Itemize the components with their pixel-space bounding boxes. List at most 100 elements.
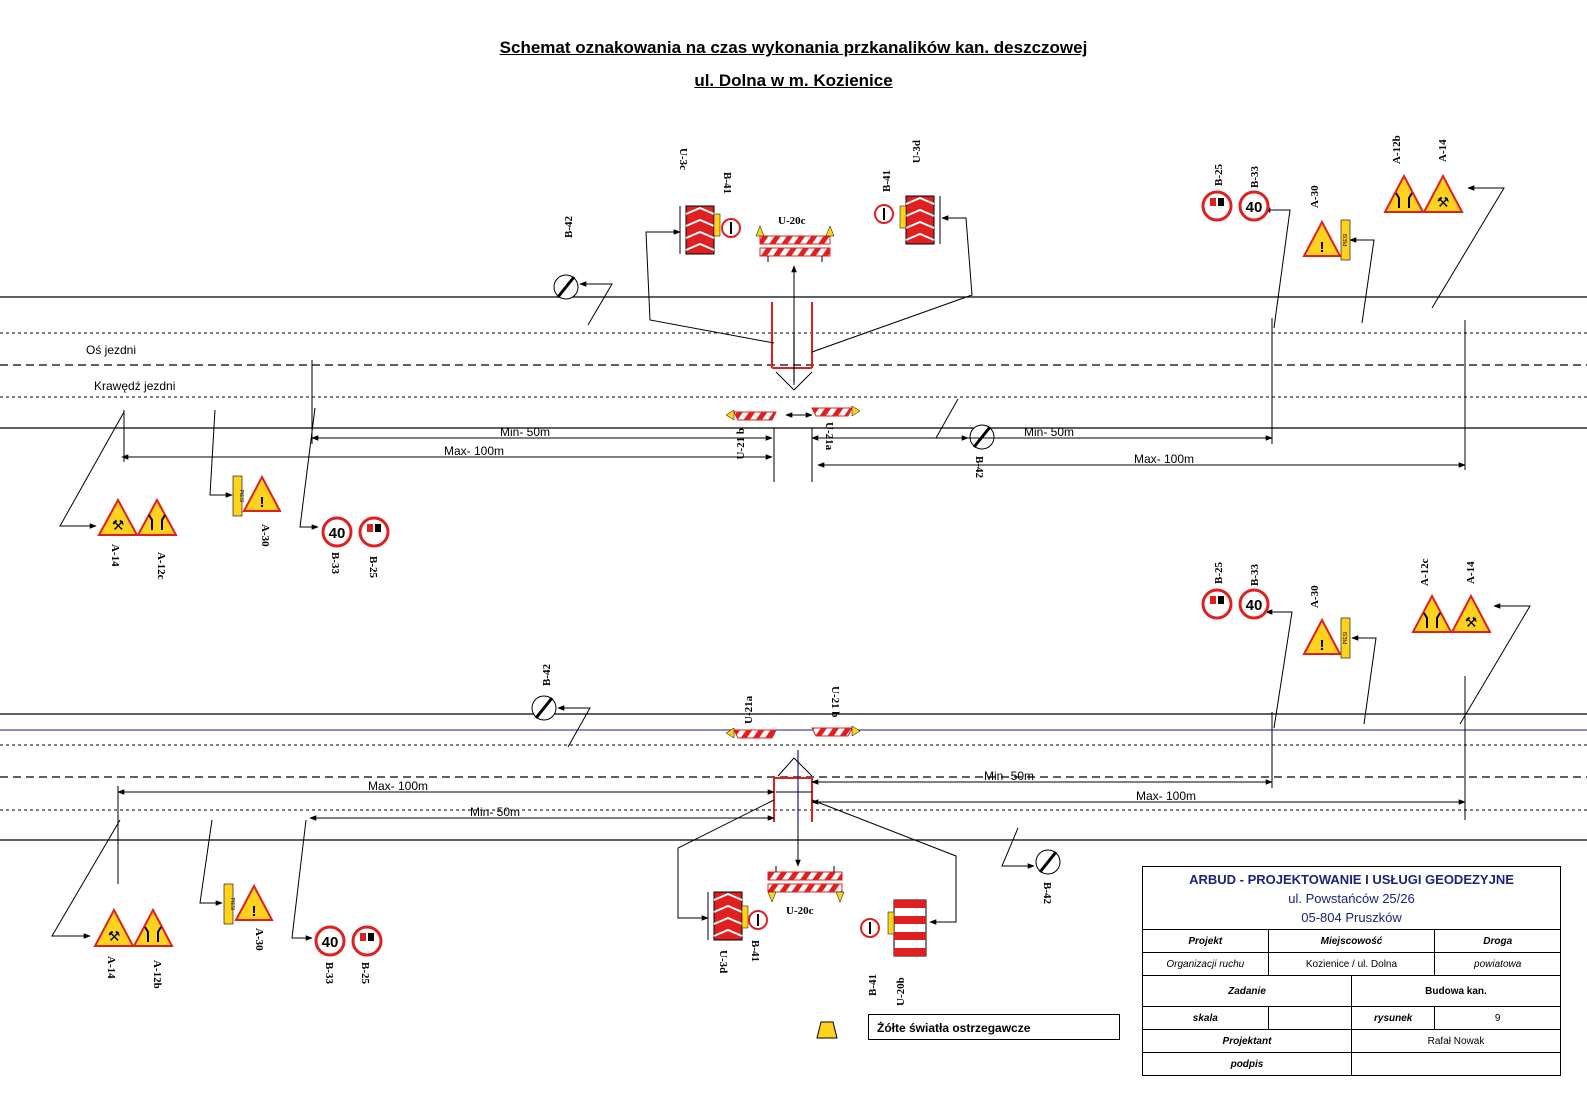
b33-speed-lower-left: 40 [322, 934, 339, 951]
u3d-sign-lower [707, 891, 749, 941]
a30-label-lower-right: A-30 [1309, 585, 1321, 608]
b42-label-lower-top: B-42 [541, 664, 553, 687]
u20c-label-lower: U-20c [786, 905, 814, 917]
dimensions-lower [117, 676, 1466, 884]
piesi-plate-upper-left: PIESI [238, 490, 244, 503]
min50-label-upper-right: Min- 50m [1024, 425, 1074, 439]
miejscowosc-label: Miejscowość [1267, 929, 1435, 953]
a30-label-upper-left: A-30 [259, 524, 271, 547]
svg-text:!: ! [260, 494, 265, 511]
b33-speed-upper-left: 40 [329, 525, 346, 542]
max100-label-upper-right: Max- 100m [1134, 452, 1194, 466]
b41-label-lower-left: B-41 [749, 940, 761, 962]
u20b-sign-lower [887, 899, 927, 957]
a30-sign-lower-right: ! PIESI [1302, 617, 1351, 659]
a30-label-upper-right: A-30 [1309, 185, 1321, 208]
projekt-label: Projekt [1143, 929, 1269, 953]
max100-label-lower-right: Max- 100m [1136, 789, 1196, 803]
piesi-plate-upper-right: PIESI [1343, 234, 1349, 247]
svg-text:!: ! [1320, 239, 1325, 256]
rysunek-label: rysunek [1350, 1006, 1435, 1030]
b42-sign-lower-bottom [1035, 849, 1061, 875]
u21-barriers-lower [725, 725, 861, 739]
u21a-label-lower: U-21a [743, 695, 755, 724]
a14-label-upper-left: A-14 [109, 544, 121, 567]
road-lower [0, 713, 1587, 841]
u21-barriers-upper [725, 405, 861, 421]
b25-sign-lower-left [351, 925, 383, 957]
max100-label-upper-left: Max- 100m [444, 444, 504, 458]
min50-label-lower-left: Min- 50m [470, 805, 520, 819]
title-block: ARBUD - PROJEKTOWANIE I USŁUGI GEODEZYJN… [1142, 866, 1561, 1076]
b42-sign-lower-top [531, 695, 557, 721]
u3d-label-lower: U-3d [717, 950, 729, 973]
b33-sign-upper-left: 40 [321, 516, 353, 548]
b41-sign-lower-left [748, 910, 768, 930]
a30-label-lower-left: A-30 [253, 928, 265, 951]
b25-label-lower-left: B-25 [359, 962, 371, 985]
piesi-plate-lower-right: PIESI [1343, 632, 1349, 645]
a12b-sign-lower-left [132, 907, 174, 947]
u20c-barrier-lower [767, 866, 845, 903]
firm-city: 05-804 Pruszków [1301, 910, 1402, 925]
skala-value [1267, 1006, 1352, 1030]
max100-label-lower-left: Max- 100m [368, 779, 428, 793]
u20b-label-lower: U-20b [895, 977, 907, 1006]
b33-sign-lower-left: 40 [314, 925, 346, 957]
b41-label-upper-left: B-41 [721, 172, 733, 194]
svg-text:⚒: ⚒ [1437, 195, 1450, 211]
b41-sign-upper-left [721, 218, 741, 238]
droga-label: Droga [1434, 929, 1560, 953]
b25-sign-lower-right [1201, 588, 1233, 620]
drawing-title: Schemat oznakowania na czas wykonania pr… [499, 38, 1088, 57]
b33-speed-lower-right: 40 [1246, 597, 1263, 614]
u3c-sign-upper [679, 205, 721, 255]
svg-text:⚒: ⚒ [112, 518, 125, 534]
a12c-sign-upper-left [136, 497, 178, 536]
a14-label-lower-left: A-14 [105, 956, 117, 979]
b25-label-upper-right: B-25 [1213, 164, 1225, 187]
title-block-table: Projekt Miejscowość Droga Organizacji ru… [1143, 929, 1560, 1075]
b33-speed-upper-right: 40 [1246, 199, 1263, 216]
a12b-sign-upper-right [1383, 173, 1425, 213]
krawedz-jezdni-label: Krawędź jezdni [94, 379, 175, 393]
piesi-plate-lower-left: PIESI [229, 898, 235, 911]
podpis-label: podpis [1143, 1052, 1352, 1075]
u3d-label-upper: U-3d [911, 140, 923, 163]
projekt-value: Organizacji ruchu [1143, 952, 1269, 976]
miejscowosc-value: Kozienice / ul. Dolna [1267, 952, 1435, 976]
firm-street: ul. Powstańców 25/26 [1288, 891, 1415, 906]
svg-text:⚒: ⚒ [1465, 615, 1478, 631]
skala-label: skala [1143, 1006, 1269, 1030]
a14-label-lower-right: A-14 [1465, 561, 1477, 584]
b42-sign-upper-top [553, 274, 579, 300]
u3c-label-upper: U-3c [677, 148, 689, 170]
projektant-label: Projektant [1143, 1029, 1352, 1053]
a12c-label-lower-right: A-12c [1419, 558, 1431, 586]
b42-label-upper-bottom: B-42 [973, 456, 985, 479]
min50-label-lower-right: Min- 50m [984, 769, 1034, 783]
a14-sign-lower-left: ⚒ [93, 907, 135, 947]
droga-value: powiatowa [1434, 952, 1560, 976]
warning-light-icon [816, 1021, 838, 1039]
u21a-label-upper: U-21a [823, 422, 835, 451]
a14-label-upper-right: A-14 [1437, 139, 1449, 162]
b41-sign-lower-right [860, 918, 880, 938]
b33-label-lower-left: B-33 [323, 962, 335, 985]
b25-sign-upper-left [358, 516, 390, 548]
min50-label-upper-left: Min- 50m [500, 425, 550, 439]
u20c-label-upper: U-20c [778, 215, 806, 227]
b41-sign-upper-right [874, 204, 894, 224]
u3d-sign-upper [899, 195, 941, 245]
u21b-label-lower: U-21 b [829, 686, 841, 717]
u21b-label-upper: U-21 b [735, 428, 747, 459]
a12c-label-upper-left: A-12c [155, 552, 167, 580]
podpis-value [1350, 1052, 1560, 1075]
work-zone-lower [773, 750, 813, 867]
firm-name: ARBUD - PROJEKTOWANIE I USŁUGI GEODEZYJN… [1189, 872, 1514, 887]
a14-sign-upper-left: ⚒ [97, 497, 139, 536]
a14-sign-lower-right: ⚒ [1450, 593, 1492, 633]
b41-label-upper-right: B-41 [881, 170, 893, 192]
zadanie-label: Zadanie [1143, 975, 1352, 1007]
